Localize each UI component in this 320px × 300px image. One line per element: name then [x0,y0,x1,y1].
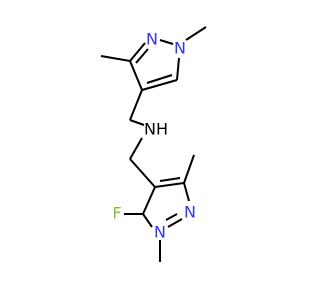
bond-top-c4-ch2 [129,89,143,121]
bond-bottom-n1-c5 [142,213,153,228]
bond-top-c5-c4 [141,79,178,91]
bond-bottom-ch2-c4 [129,158,156,188]
bond-top-c3-n2 [129,42,146,62]
bond-top-c4-c3 [129,60,143,91]
atom-fluorine: F [112,204,121,223]
molecule-structure: N N NH F N N [100,26,207,262]
bond-nh-bottom-ch2 [129,137,143,160]
bond-bottom-c4-c3 [154,182,185,188]
bond-top-n1-methyl [185,26,207,41]
bond-top-n1-c5 [176,57,180,81]
bond-top-ch2-nh [129,119,145,126]
bond-bottom-n2-n1 [167,218,183,228]
bond-bottom-c4-c3-inner [159,177,181,182]
bond-top-c3-methyl [100,55,131,62]
bond-top-c3-n2-inner [135,48,149,64]
atom-bottom-n2: N [184,203,196,222]
atom-top-n2: N [146,30,158,49]
bond-bottom-c3-n2 [183,182,190,202]
bond-top-c5-c4-inner [146,74,173,84]
bond-bottom-n2-n1-inner [165,213,178,221]
bond-bottom-c3-methyl [183,154,195,184]
bond-bottom-c5-c4 [142,186,156,215]
atom-amine-nh: NH [144,120,168,139]
atom-bottom-n1: N [154,223,166,242]
bond-top-n2-n1 [159,39,174,45]
atom-top-n1: N [174,39,186,58]
